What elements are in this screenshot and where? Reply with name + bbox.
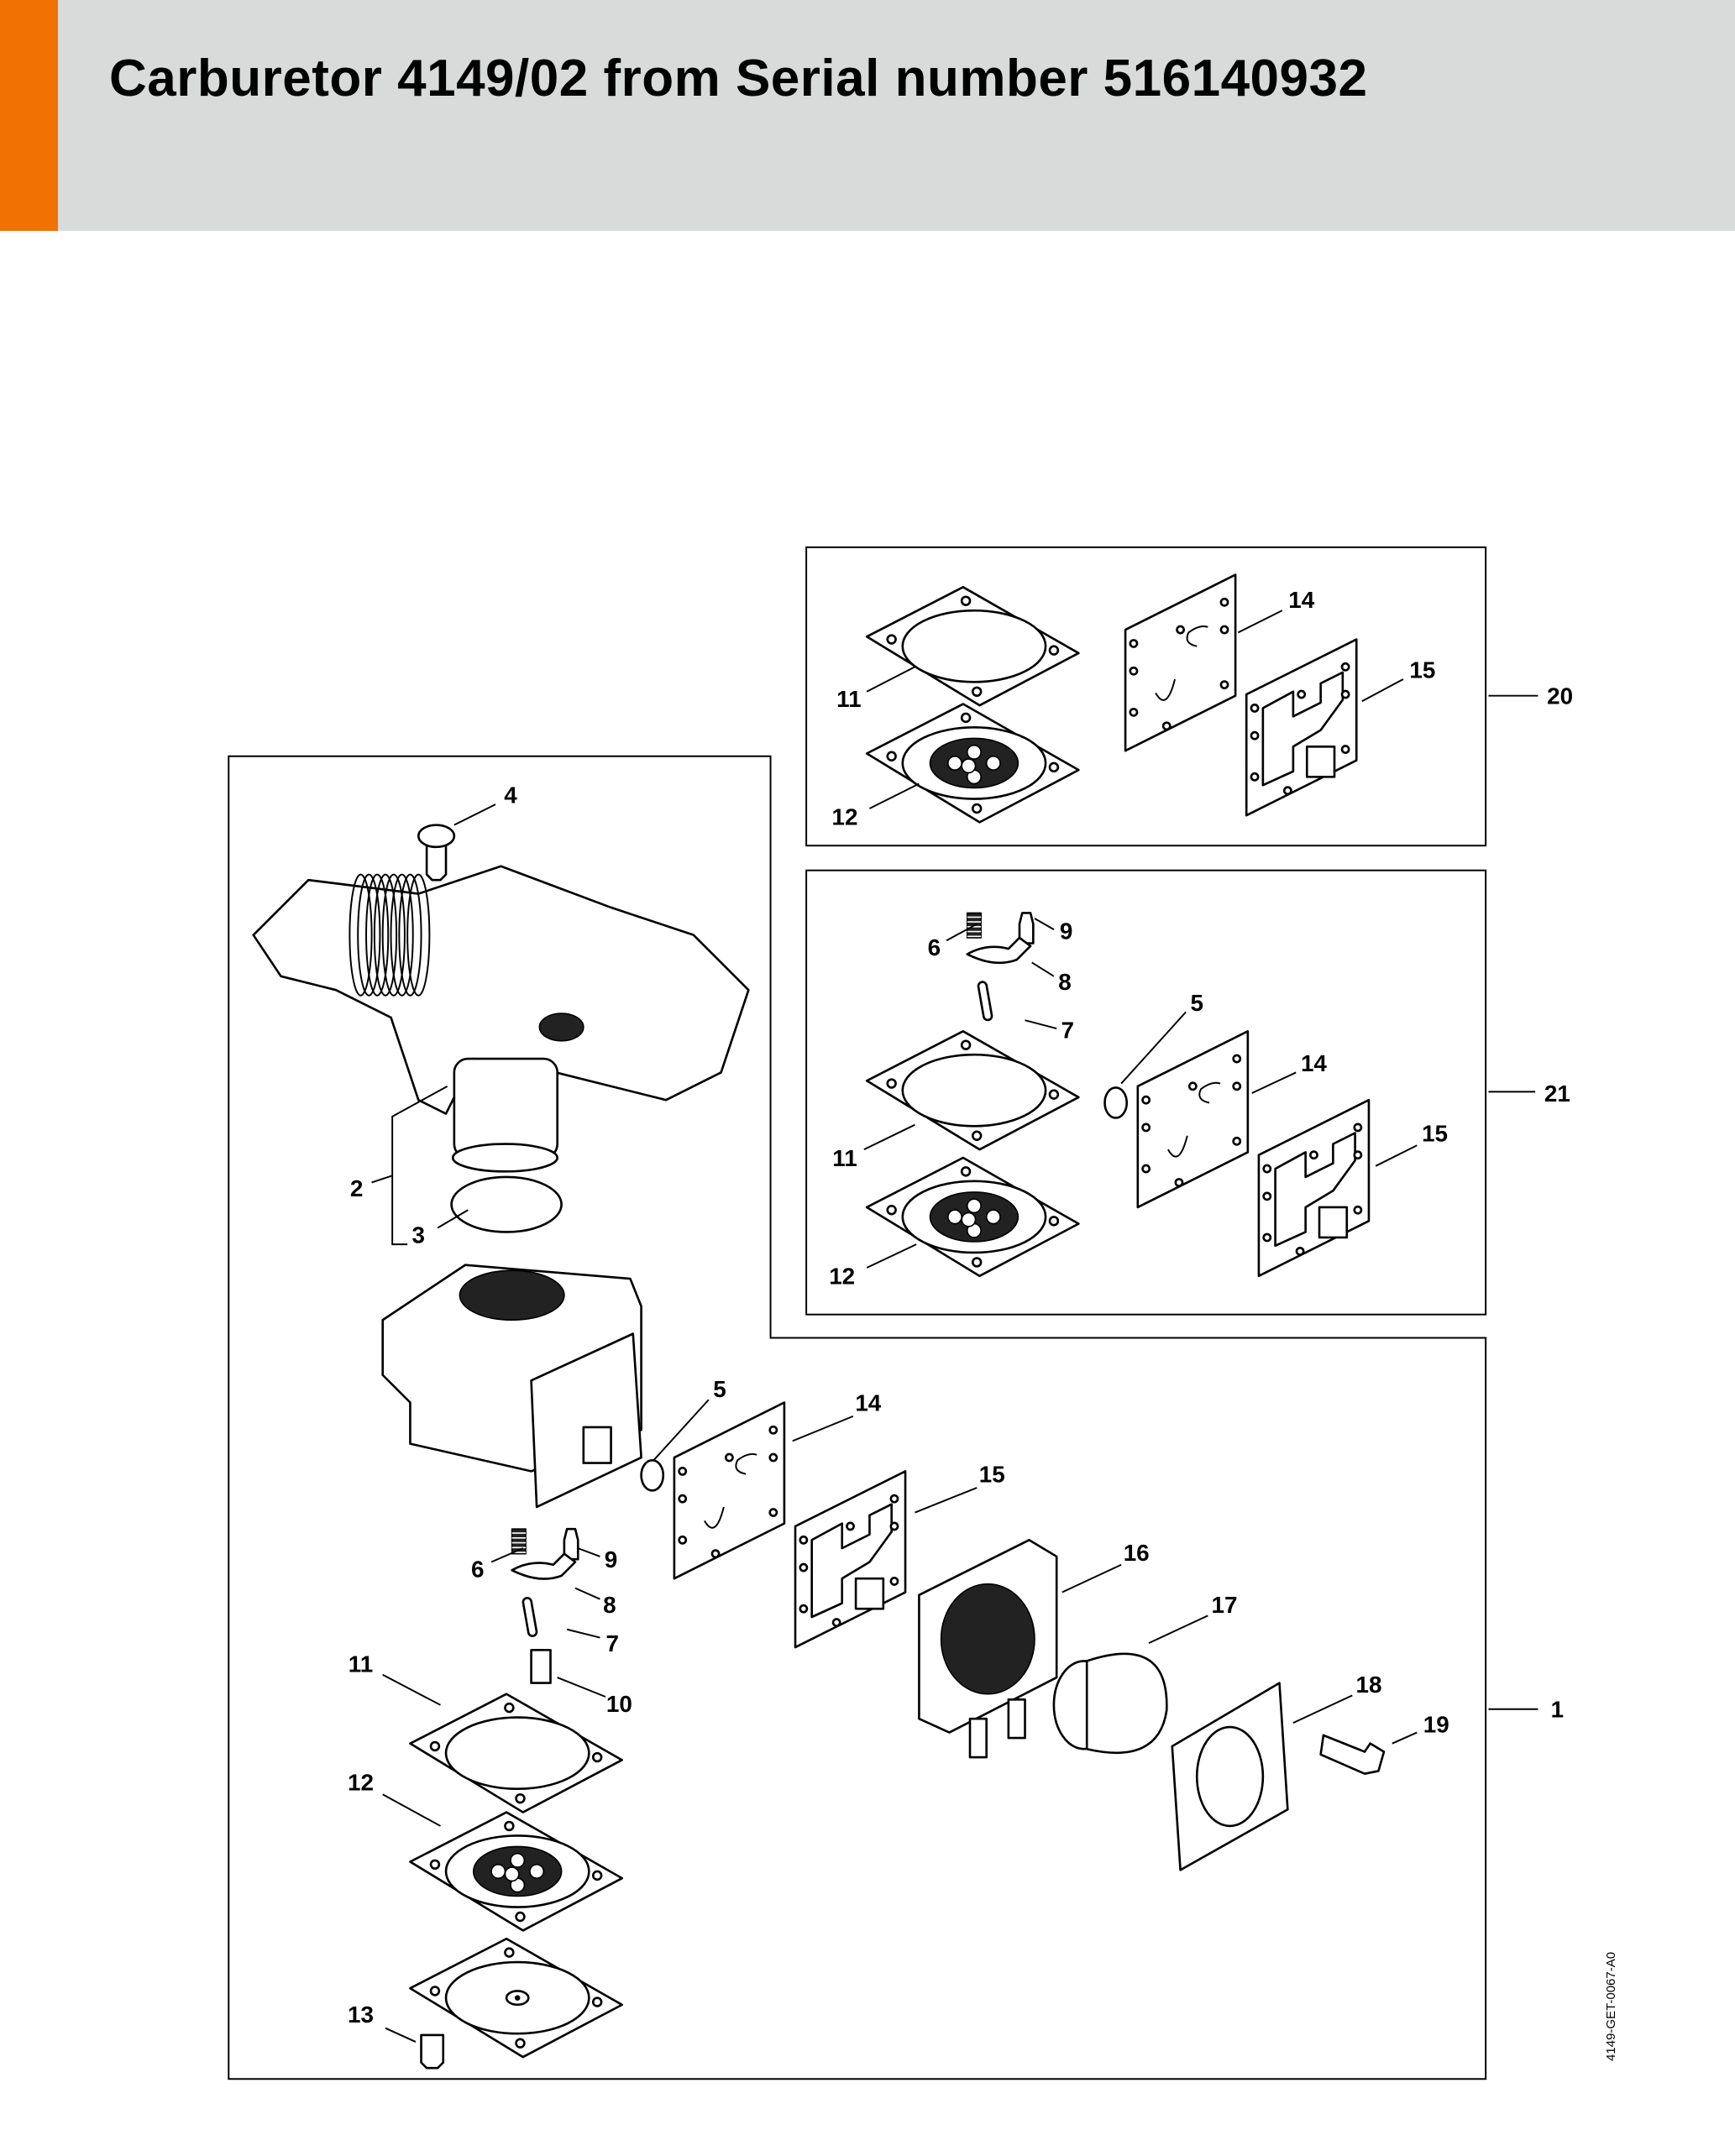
callout-8[interactable]: 8 bbox=[603, 1592, 616, 1618]
leader-line bbox=[1237, 610, 1283, 634]
leader-line bbox=[946, 923, 978, 942]
diaphragm-12-kit21 bbox=[865, 1156, 1080, 1278]
callout-7[interactable]: 7 bbox=[1061, 1018, 1074, 1044]
leader-line bbox=[557, 1677, 606, 1698]
callout-14[interactable]: 14 bbox=[1288, 587, 1314, 613]
leader-line bbox=[1031, 961, 1055, 977]
callout-15[interactable]: 15 bbox=[1409, 657, 1435, 683]
leader-line bbox=[385, 2027, 417, 2043]
callout-3[interactable]: 3 bbox=[412, 1222, 425, 1248]
callout-6[interactable]: 6 bbox=[928, 934, 941, 960]
callout-14[interactable]: 14 bbox=[855, 1389, 881, 1416]
pump-cover-16 bbox=[918, 1538, 1058, 1759]
gasket-14-kit20 bbox=[1124, 573, 1237, 752]
diaphragm-12-kit20 bbox=[865, 703, 1080, 824]
leader-line bbox=[453, 803, 496, 826]
leader-line bbox=[371, 1175, 393, 1184]
leader-line bbox=[1061, 1563, 1122, 1593]
callout-5[interactable]: 5 bbox=[713, 1376, 726, 1402]
leader-line bbox=[382, 1673, 441, 1706]
callout-19[interactable]: 19 bbox=[1423, 1712, 1449, 1738]
callout-4[interactable]: 4 bbox=[504, 782, 517, 808]
leader-line bbox=[577, 1547, 600, 1557]
leader-line bbox=[1361, 678, 1404, 703]
callout-2[interactable]: 2 bbox=[350, 1175, 363, 1201]
leader-line bbox=[1392, 1731, 1418, 1745]
leader-line bbox=[866, 1243, 917, 1269]
callout-13[interactable]: 13 bbox=[348, 2002, 374, 2028]
leader-line bbox=[653, 1399, 710, 1461]
callout-6[interactable]: 6 bbox=[471, 1557, 484, 1583]
kit-21-frame bbox=[805, 869, 1487, 1316]
callout-7[interactable]: 7 bbox=[605, 1630, 618, 1656]
metering-diaphragm bbox=[409, 1937, 623, 2059]
callout-9[interactable]: 9 bbox=[1060, 918, 1072, 945]
callout-15[interactable]: 15 bbox=[979, 1462, 1005, 1488]
leader-line bbox=[1025, 1019, 1057, 1029]
callout-5[interactable]: 5 bbox=[1191, 990, 1203, 1016]
callout-12[interactable]: 12 bbox=[831, 804, 857, 830]
leader-line bbox=[1251, 1071, 1297, 1094]
callout-10[interactable]: 10 bbox=[606, 1691, 632, 1717]
strainer-5-kit21 bbox=[1103, 1086, 1129, 1119]
page-header: Carburetor 4149/02 from Serial number 51… bbox=[0, 0, 1735, 231]
callout-11[interactable]: 11 bbox=[832, 1145, 857, 1171]
primer-bulb-17 bbox=[1052, 1652, 1168, 1755]
callout-11[interactable]: 11 bbox=[349, 1651, 373, 1677]
callout-9[interactable]: 9 bbox=[605, 1546, 617, 1573]
carburetor-body bbox=[381, 1264, 642, 1509]
screw-10 bbox=[530, 1648, 552, 1684]
leader-line bbox=[1292, 1694, 1353, 1724]
o-ring-3 bbox=[450, 1175, 563, 1233]
bracket-2 bbox=[391, 1085, 448, 1246]
leader-line bbox=[566, 1628, 600, 1639]
leader-line bbox=[869, 782, 920, 809]
callout-8[interactable]: 8 bbox=[1058, 969, 1071, 995]
main-inlet-needle-parts bbox=[511, 1527, 579, 1637]
screw-19 bbox=[1319, 1734, 1386, 1776]
strainer-5 bbox=[640, 1458, 665, 1492]
callout-14[interactable]: 14 bbox=[1301, 1050, 1327, 1076]
callout-16[interactable]: 16 bbox=[1124, 1540, 1150, 1566]
gasket-14-kit21 bbox=[1136, 1030, 1250, 1209]
leader-line bbox=[1034, 918, 1055, 930]
gasket-11-kit20 bbox=[865, 586, 1080, 707]
pump-gasket-15 bbox=[794, 1470, 907, 1649]
pump-gasket-15-kit20 bbox=[1245, 638, 1358, 817]
screw-13 bbox=[420, 2033, 445, 2070]
callout-1[interactable]: 1 bbox=[1551, 1697, 1564, 1723]
callout-15[interactable]: 15 bbox=[1422, 1120, 1448, 1146]
leader-line bbox=[574, 1587, 600, 1600]
kit21-inlet-needle-parts bbox=[966, 912, 1035, 1022]
page-title: Carburetor 4149/02 from Serial number 51… bbox=[109, 50, 1368, 107]
gasket-14 bbox=[673, 1401, 786, 1580]
carburetor-housing-2 bbox=[252, 865, 750, 1173]
leader-line bbox=[1148, 1614, 1208, 1645]
leader-line bbox=[863, 1123, 915, 1151]
leader-line bbox=[437, 1209, 469, 1229]
leader-line bbox=[792, 1415, 854, 1442]
retainer-plate-18 bbox=[1171, 1682, 1289, 1871]
leader-line bbox=[915, 1487, 978, 1514]
leader-line bbox=[1375, 1144, 1418, 1167]
leader-line bbox=[382, 1793, 441, 1827]
leader-line bbox=[490, 1547, 524, 1563]
gasket-11-kit21 bbox=[865, 1030, 1080, 1151]
callout-18[interactable]: 18 bbox=[1355, 1672, 1381, 1698]
callout-17[interactable]: 17 bbox=[1212, 1592, 1238, 1618]
pump-gasket-15-kit21 bbox=[1257, 1098, 1371, 1278]
callout-11[interactable]: 11 bbox=[836, 686, 861, 712]
kit-20-frame bbox=[805, 546, 1487, 847]
callout-12[interactable]: 12 bbox=[348, 1769, 374, 1795]
drawing-code: 4149-GET-0067-A0 bbox=[1604, 1951, 1618, 2061]
accent-bar bbox=[0, 0, 58, 231]
callout-12[interactable]: 12 bbox=[829, 1264, 855, 1290]
leader-line bbox=[866, 666, 915, 693]
callout-21[interactable]: 21 bbox=[1544, 1081, 1570, 1107]
gasket-11 bbox=[409, 1693, 623, 1813]
assembly-1-frame bbox=[228, 755, 1487, 2080]
callout-20[interactable]: 20 bbox=[1547, 683, 1573, 709]
diaphragm-12 bbox=[409, 1811, 623, 1932]
leader-line bbox=[1120, 1011, 1187, 1085]
